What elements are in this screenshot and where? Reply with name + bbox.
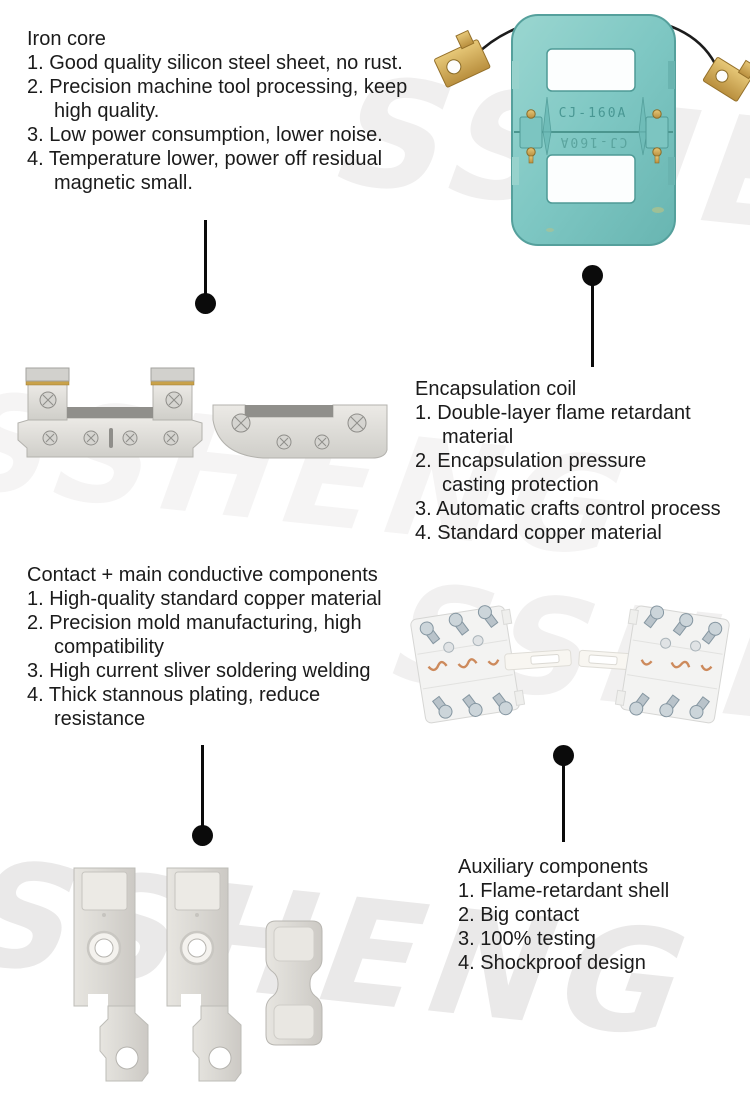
coil-marking: CJ-160A (559, 106, 628, 121)
feature-item: 3. Automatic crafts control process (415, 498, 721, 520)
washer (690, 640, 702, 652)
coil-terminal-lug-left (434, 29, 491, 88)
section-title-iron-core: Iron core (27, 28, 106, 50)
iron-core-e-piece (17, 367, 203, 458)
section-iron-core: Iron core 1. Good quality silicon steel … (27, 27, 462, 195)
section-items-iron-core: 1. Good quality silicon steel sheet, no … (27, 51, 462, 195)
rivets (231, 413, 367, 450)
section-title-auxiliary-components: Auxiliary components (458, 856, 649, 878)
pole-cap (25, 367, 70, 382)
feature-item: 2. Precision machine tool processing, ke… (27, 76, 408, 122)
coil-window-top (546, 48, 636, 92)
coil-fin (638, 131, 648, 156)
coil-clamp-left (519, 109, 543, 164)
feature-item: 3. 100% testing (458, 928, 596, 950)
brass-gasket (150, 380, 195, 386)
connector-dot-auxiliary (553, 745, 574, 766)
core-slot (109, 428, 113, 448)
patina-spot (652, 207, 664, 213)
connector-dot-coil (582, 265, 603, 286)
core-recess (67, 407, 153, 418)
rivets (39, 391, 183, 446)
feature-item: 1. Good quality silicon steel sheet, no … (27, 52, 403, 74)
connector-line-auxiliary (562, 763, 565, 842)
connector-line-contacts (201, 745, 204, 827)
iron-core-armature-piece (212, 404, 388, 459)
terminal-lug-2 (166, 867, 242, 1082)
pole-cap (150, 367, 195, 382)
coil-mold-step (668, 61, 675, 89)
feature-item: 3. High current sliver soldering welding (27, 660, 371, 682)
section-encapsulation-coil: Encapsulation coil 1. Double-layer flame… (415, 377, 750, 545)
copper-contacts (427, 658, 500, 672)
section-title-encapsulation-coil: Encapsulation coil (415, 378, 577, 400)
copper-terminals-photo (30, 855, 390, 1103)
feature-item: 2. Encapsulation pressure casting protec… (415, 450, 647, 496)
patina-spot (546, 228, 554, 232)
brass-gasket (25, 380, 70, 386)
washer (472, 635, 484, 647)
coil-mold-step (668, 157, 675, 185)
contact-block-left (410, 605, 526, 724)
feature-item: 1. Double-layer flame retardant material (415, 402, 691, 448)
feature-item: 4. Temperature lower, power off residual… (27, 148, 383, 194)
connector-line-iron-core (204, 220, 207, 296)
washer (660, 637, 672, 649)
feature-item: 1. High-quality standard copper material (27, 588, 382, 610)
feature-item: 2. Big contact (458, 904, 580, 926)
feature-item: 4. Shockproof design (458, 952, 646, 974)
coil-clamp-right (645, 109, 669, 164)
section-items-encapsulation-coil: 1. Double-layer flame retardant material… (415, 401, 750, 545)
coil-marking-mirrored: CJ-160A (559, 134, 628, 149)
section-items-contact-components: 1. High-quality standard copper material… (27, 587, 462, 731)
coil-mold-step (512, 157, 519, 185)
actuator-strap-left (504, 649, 572, 671)
coil-mold-step (512, 61, 519, 89)
washer (443, 641, 455, 653)
feature-item: 3. Low power consumption, lower noise. (27, 124, 383, 146)
coil-window-bottom (546, 154, 636, 204)
feature-item: 4. Standard copper material (415, 522, 662, 544)
feature-item: 1. Flame-retardant shell (458, 880, 670, 902)
feature-item: 2. Precision mold manufacturing, high co… (27, 612, 362, 658)
connector-line-coil (591, 283, 594, 367)
coil-fin (542, 131, 552, 156)
core-recess (245, 405, 333, 417)
coil-terminal-lug-right (702, 57, 750, 102)
contact-block-right (614, 605, 730, 724)
contact-block-assemblies-photo (405, 595, 740, 740)
contact-bridge (265, 920, 323, 1046)
section-title-contact-components: Contact + main conductive components (27, 564, 378, 586)
encapsulation-coil-photo: CJ-160A CJ-160A (430, 5, 750, 270)
connector-dot-contacts (192, 825, 213, 846)
screw-terminals (419, 605, 513, 719)
screw-terminals (629, 605, 723, 719)
iron-core-laminations-photo (15, 360, 395, 470)
connector-dot-iron-core (195, 293, 216, 314)
terminal-lug-1 (73, 867, 149, 1082)
section-contact-components: Contact + main conductive components 1. … (27, 563, 462, 731)
section-auxiliary-components: Auxiliary components 1. Flame-retardant … (458, 855, 748, 975)
copper-contacts (640, 659, 713, 672)
feature-item: 4. Thick stannous plating, reduce resist… (27, 684, 321, 730)
